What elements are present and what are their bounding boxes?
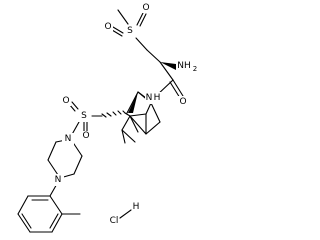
- atom-nh2-subscript: 2: [193, 65, 197, 73]
- atom-cl-salt: Cl: [110, 216, 119, 226]
- methylsulfonyl-group: [111, 9, 161, 63]
- atom-o-sulfonyl-left: O: [62, 96, 69, 106]
- atom-s-sulfone: S: [127, 26, 133, 36]
- bornane-core: [101, 91, 161, 144]
- atom-h-amide: H: [154, 93, 161, 103]
- atom-o-sulfone-top: O: [142, 3, 149, 13]
- atom-nh2: NH: [177, 61, 191, 71]
- atom-s-sulfonyl: S: [81, 111, 87, 121]
- atom-h-salt: H: [133, 202, 140, 212]
- atom-labels: S O O NH 2 O N H S O O N N: [52, 3, 197, 186]
- atom-o-sulfone-left: O: [104, 22, 111, 32]
- atom-n-piperazine-bottom: N: [55, 175, 62, 185]
- hcl-salt: Cl H: [110, 202, 140, 226]
- piperazine-ring: [47, 137, 83, 197]
- atom-n-amide: N: [146, 93, 153, 103]
- atom-o-sulfonyl-bottom: O: [82, 131, 89, 141]
- chemical-structure: S O O NH 2 O N H S O O N N Cl H: [17, 3, 197, 233]
- atom-o-amide: O: [179, 97, 186, 107]
- o-tolyl-ring: [17, 195, 81, 233]
- atom-n-piperazine-top: N: [65, 134, 72, 144]
